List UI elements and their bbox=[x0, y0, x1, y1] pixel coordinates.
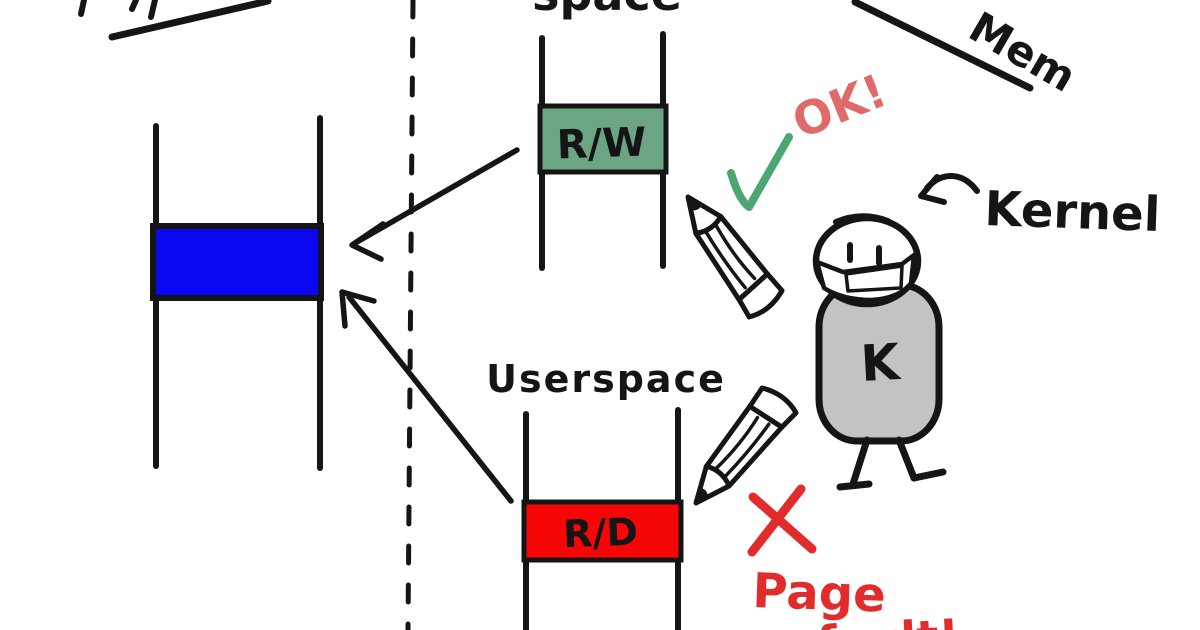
mask-smile bbox=[844, 264, 904, 293]
physical-page-frame bbox=[150, 223, 324, 301]
arrow-user-mapping-to-page bbox=[339, 289, 514, 504]
pencil-icon bbox=[671, 185, 785, 320]
memory-underline bbox=[851, 0, 1034, 92]
character-k-initial: K bbox=[859, 333, 903, 393]
kernel-label: Kernel bbox=[984, 181, 1162, 243]
x-stroke bbox=[747, 484, 806, 557]
arrow-kernel-mapping-to-page bbox=[349, 147, 520, 262]
character-right-leg bbox=[895, 436, 918, 482]
arrow-head bbox=[339, 289, 377, 329]
pencil-icon bbox=[680, 384, 799, 517]
character-hair-stroke bbox=[833, 213, 891, 225]
kernel-mapping-cell bbox=[537, 103, 669, 175]
ok-annotation: OK! bbox=[785, 63, 894, 149]
physical-memory-ladder bbox=[150, 115, 324, 471]
kernel-character: K bbox=[812, 213, 947, 491]
character-left-foot bbox=[836, 480, 873, 491]
kernel-space-label-cutoff: space bbox=[532, 0, 682, 21]
user-mapping-permission-label: R/D bbox=[562, 510, 638, 557]
kernel-label-pointer bbox=[918, 173, 980, 205]
letter-remnant-stroke bbox=[78, 0, 87, 17]
kernel-space-ladder: R/W bbox=[537, 31, 669, 271]
letter-remnant-stroke bbox=[148, 0, 158, 20]
arrow-shaft bbox=[346, 294, 514, 504]
kernel-user-divider-dashed-line bbox=[405, 0, 416, 630]
character-left-leg bbox=[849, 436, 871, 488]
character-right-foot bbox=[910, 468, 947, 482]
page-fault-label-line1: Page bbox=[752, 563, 887, 624]
user-mapping-cell bbox=[521, 499, 684, 563]
userspace-ladder: R/D bbox=[521, 407, 684, 630]
arrow-head bbox=[918, 174, 947, 205]
arrow-head bbox=[349, 221, 386, 262]
letter-remnant-stroke bbox=[129, 0, 139, 12]
physical-mem-underline bbox=[108, 0, 272, 41]
userspace-label: Userspace bbox=[486, 357, 726, 401]
physical-mem-label-cutoff-strokes bbox=[78, 0, 272, 41]
x-stroke bbox=[748, 492, 817, 554]
page-fault-label-line2-cutoff: fault! bbox=[816, 609, 961, 630]
check-icon bbox=[727, 133, 793, 211]
kernel-mapping-permission-label: R/W bbox=[556, 119, 647, 168]
x-icon bbox=[747, 484, 817, 557]
